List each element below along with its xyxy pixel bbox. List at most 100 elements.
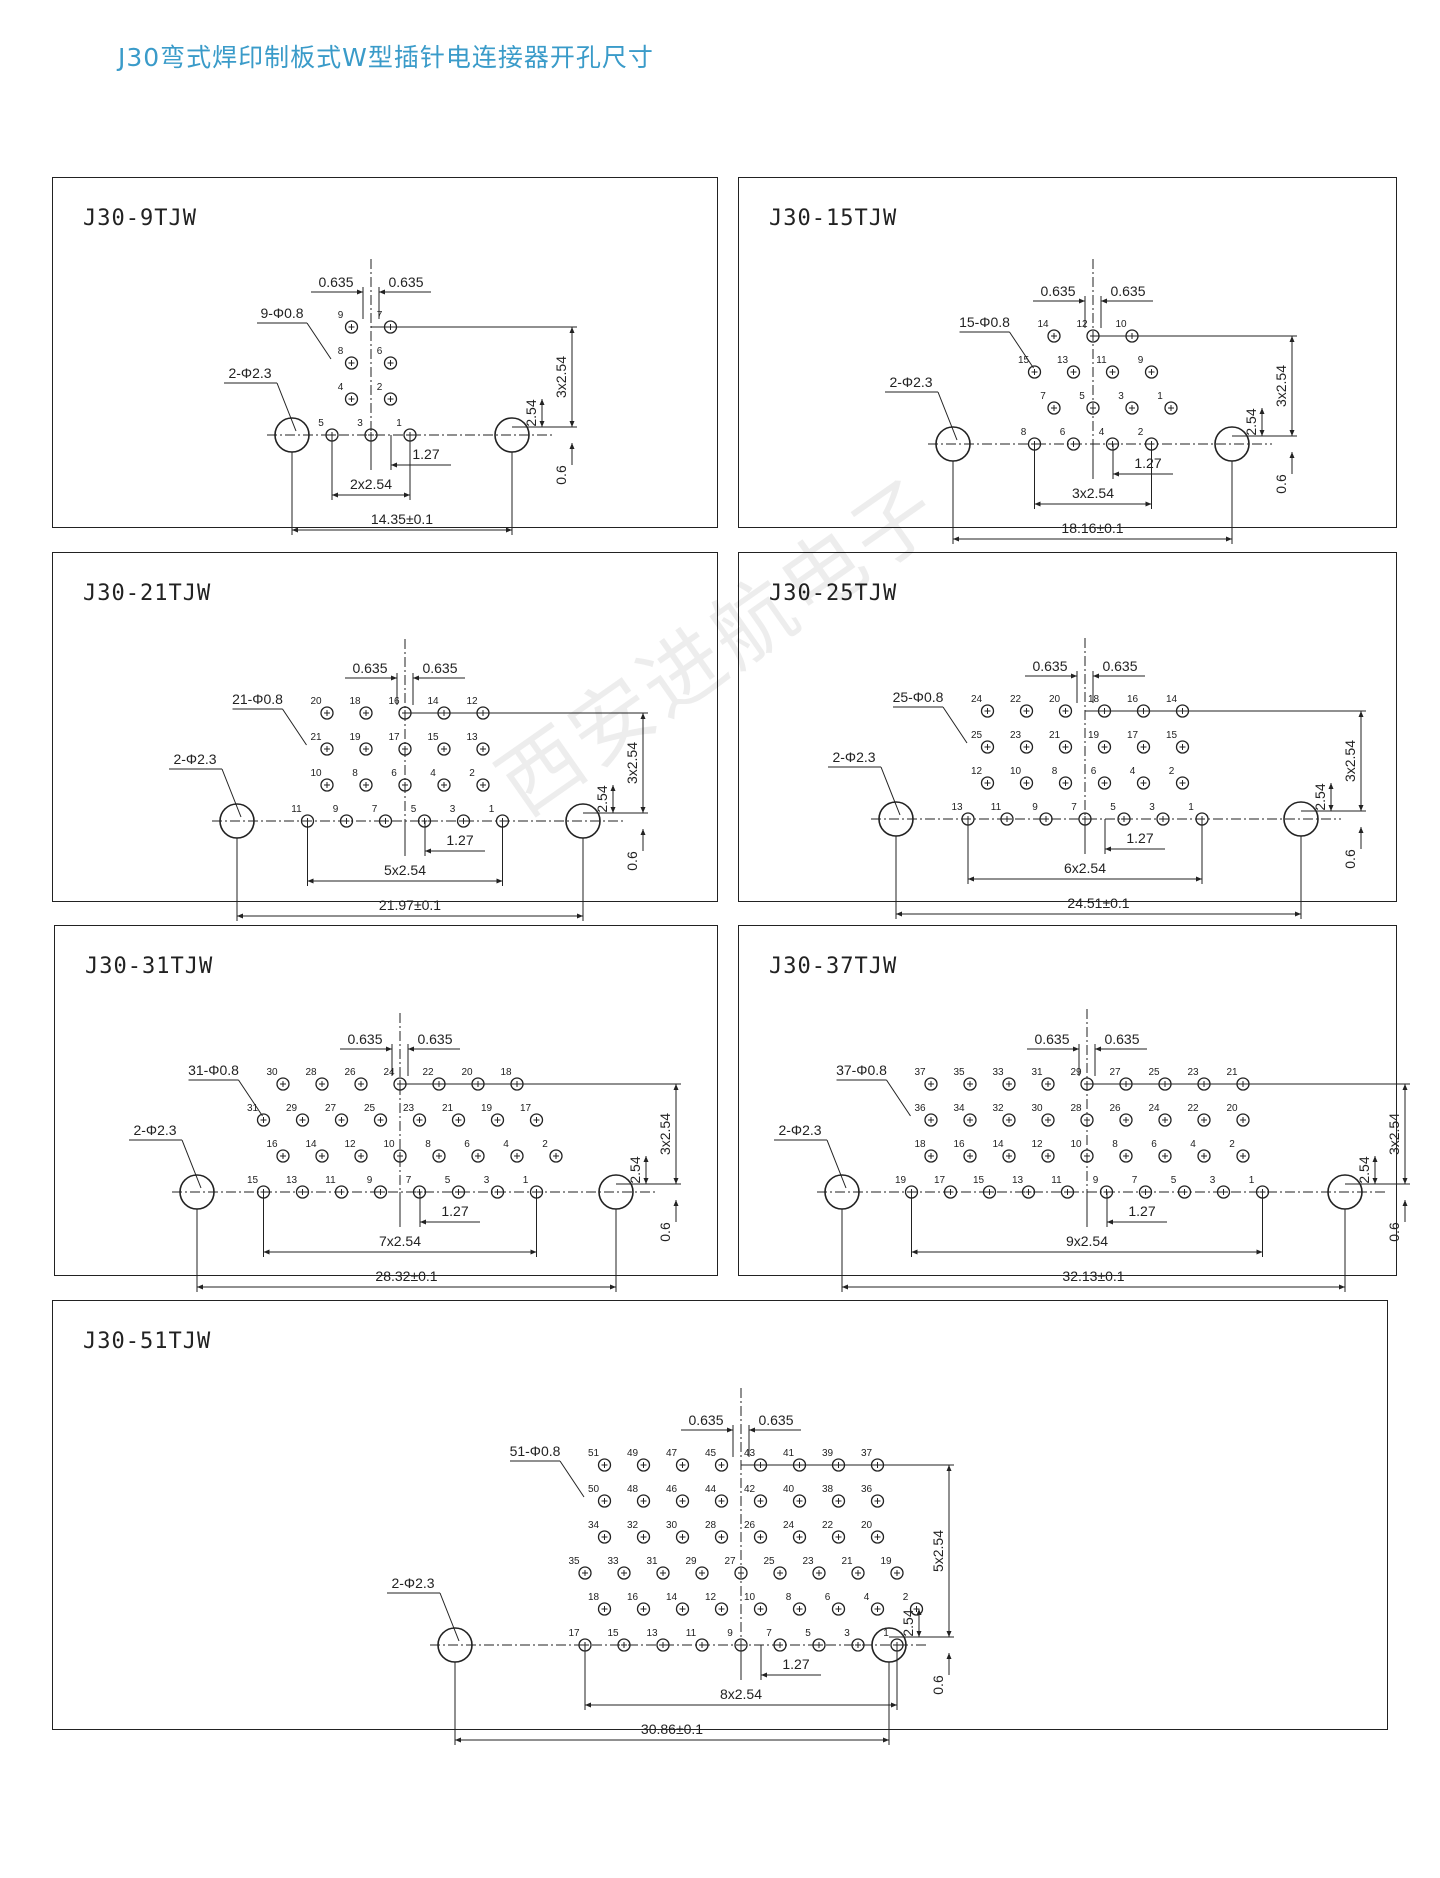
pin-number: 10 [383, 1139, 395, 1150]
pin-number: 8 [1021, 427, 1027, 438]
cutout-drawing: 5314286972-Φ2.39-Φ0.80.6350.6353x2.542.5… [224, 259, 577, 535]
pin-number: 21 [442, 1103, 454, 1114]
pin-hole [1136, 776, 1151, 790]
pin-hole [1041, 1149, 1055, 1163]
leader-line [1009, 331, 1034, 369]
pin-number: 1 [1157, 391, 1163, 402]
dimension-arrow [332, 492, 338, 498]
pin-hole [636, 1494, 651, 1508]
mount-hole-callout: 2-Φ2.3 [228, 365, 271, 381]
mount-hole-callout: 2-Φ2.3 [133, 1122, 176, 1138]
pin-number: 35 [568, 1556, 580, 1567]
dimension-arrow [1402, 1200, 1408, 1206]
pin-number: 22 [1010, 694, 1022, 705]
pin-number: 19 [481, 1103, 493, 1114]
pin-number: 5 [1079, 391, 1085, 402]
pin-hole [1136, 740, 1151, 754]
dim-rows-label: 3x2.54 [657, 1113, 673, 1155]
dimension-arrow [1402, 1084, 1408, 1090]
dimension-arrow [673, 1084, 679, 1090]
dim-pitch-label: 3x2.54 [1072, 485, 1114, 501]
pin-number: 22 [822, 1520, 834, 1531]
pin-number: 25 [1148, 1067, 1160, 1078]
panel-title: J30-9TJW [83, 206, 197, 231]
pin-hole [276, 1149, 290, 1163]
pin-number: 27 [1109, 1067, 1121, 1078]
dimension-arrow [643, 1156, 649, 1162]
pin-hole [578, 1566, 592, 1580]
dim-127-label: 1.27 [1126, 830, 1153, 846]
pin-number: 5 [1110, 802, 1116, 813]
pin-number: 19 [1088, 730, 1100, 741]
pin-number: 16 [388, 696, 400, 707]
pin-number: 43 [744, 1448, 756, 1459]
pin-number: 1 [883, 1628, 889, 1639]
pin-number: 25 [364, 1103, 376, 1114]
dim-overall-label: 28.32±0.1 [375, 1268, 437, 1284]
pin-number: 15 [1166, 730, 1178, 741]
pin-hole [295, 1185, 310, 1199]
pin-number: 28 [1070, 1103, 1082, 1114]
leader-line [559, 1460, 585, 1498]
mount-hole-callout: 2-Φ2.3 [391, 1575, 434, 1591]
pin-hole-callout: 37-Φ0.8 [836, 1062, 887, 1078]
pin-number: 20 [1226, 1103, 1238, 1114]
pin-hole [1002, 1149, 1016, 1163]
pin-number: 24 [383, 1067, 395, 1078]
dim-127-label: 1.27 [1134, 455, 1161, 471]
pin-hole [980, 776, 995, 790]
pin-hole [1002, 1077, 1016, 1091]
dim-0635-right-label: 0.635 [422, 660, 457, 676]
dimension-arrow [749, 1427, 755, 1433]
pin-hole [1097, 740, 1112, 754]
dim-pitch-label: 5x2.54 [384, 862, 426, 878]
pin-hole [354, 1077, 368, 1091]
dimension-arrow [379, 289, 385, 295]
pin-number: 26 [344, 1067, 356, 1078]
dim-overall-label: 18.16±0.1 [1061, 520, 1123, 536]
pin-number: 37 [861, 1448, 873, 1459]
pin-hole [1175, 740, 1190, 754]
pin-hole [383, 356, 398, 370]
dim-row-label: 2.54 [1243, 408, 1259, 435]
pin-number: 10 [1010, 766, 1022, 777]
dimension-arrow [1101, 298, 1107, 304]
dim-row-label: 2.54 [1312, 783, 1328, 810]
pin-number: 2 [469, 768, 475, 779]
dim-offset-label: 0.6 [1273, 474, 1289, 494]
dimension-arrow [539, 399, 545, 405]
pin-hole [344, 320, 359, 334]
pin-number: 12 [1076, 319, 1088, 330]
pin-number: 42 [744, 1484, 756, 1495]
pin-number: 21 [1049, 730, 1061, 741]
pin-number: 7 [377, 310, 383, 321]
pin-number: 7 [1040, 391, 1046, 402]
pin-hole [831, 1494, 846, 1508]
dimension-arrow [1145, 501, 1152, 507]
panel-title: J30-31TJW [85, 954, 214, 979]
dimension-arrow [1295, 911, 1301, 917]
dimension-arrow [263, 1249, 270, 1255]
pin-number: 5 [445, 1175, 451, 1186]
pin-number: 12 [705, 1592, 717, 1603]
pin-hole [1047, 401, 1061, 415]
pin-number: 3 [1149, 802, 1155, 813]
pin-number: 31 [247, 1103, 259, 1114]
pin-hole [1058, 776, 1073, 790]
dimension-arrow [197, 1284, 203, 1290]
pin-number: 11 [686, 1628, 697, 1639]
pin-hole [714, 1530, 729, 1544]
leader-line [826, 1139, 847, 1189]
dimension-arrow [237, 913, 243, 919]
dimension-arrow [1256, 1249, 1263, 1255]
dimension-arrow [1079, 298, 1085, 304]
dimension-arrow [530, 1249, 537, 1255]
dim-offset-label: 0.6 [657, 1222, 673, 1242]
pin-number: 4 [338, 382, 344, 393]
pin-number: 29 [286, 1103, 298, 1114]
pin-hole [714, 1458, 729, 1472]
dimension-arrow [640, 807, 646, 813]
pin-hole [295, 1113, 310, 1127]
